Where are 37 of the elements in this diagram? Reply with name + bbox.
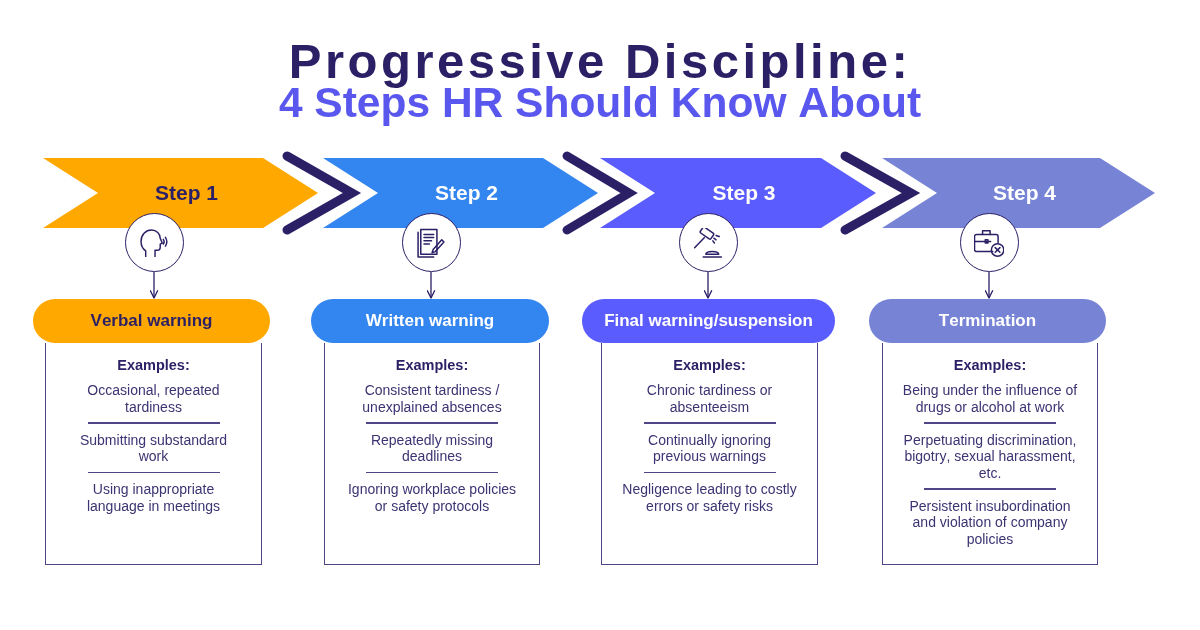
examples-heading: Examples:	[673, 356, 746, 374]
examples-heading: Examples:	[117, 356, 190, 374]
example-card	[882, 343, 1098, 565]
stage-heading: Final warning/suspension	[582, 299, 835, 343]
example-text: Negligence leading to costly errors or safety risks	[621, 481, 798, 514]
step-label: Step 2	[435, 181, 498, 205]
example-text: Occasional, repeated tardiness	[86, 382, 221, 415]
example-text: Consistent tardiness / unexplained absences	[361, 382, 503, 415]
step-label: Step 3	[712, 181, 776, 205]
example-text: Submitting substandard work	[78, 431, 229, 465]
example-text: Ignoring workplace policies or safety protocols	[346, 481, 518, 514]
step-label: Step 4	[993, 181, 1056, 205]
step-banner	[600, 158, 876, 228]
arrow	[984, 271, 994, 299]
example-text: Persistent insubordination and violation of company policies	[908, 497, 1072, 547]
example-card	[45, 343, 262, 565]
step-label: Step 1	[155, 181, 218, 205]
example-text: Continually ignoring previous warnings	[647, 431, 772, 465]
title: Progressive Discipline: 4 Steps HR Should Know About	[277, 40, 923, 124]
example-text: Perpetuating discrimination, bigotry, sexual harassment, etc.	[902, 431, 1078, 481]
stage-heading: Termination	[869, 299, 1106, 343]
step-banner	[43, 158, 318, 228]
examples-heading: Examples:	[953, 356, 1027, 374]
example-text: Repeatedly missing deadlines	[369, 431, 495, 465]
example-text: Chronic tardiness or absenteeism	[645, 382, 774, 415]
example-text: Using inappropriate language in meetings	[85, 481, 222, 514]
arrow	[703, 271, 713, 299]
stage-heading: Written warning	[311, 299, 549, 343]
examples-heading: Examples:	[395, 356, 469, 374]
step-banner	[882, 158, 1155, 228]
arrow	[149, 271, 159, 299]
example-card	[601, 343, 818, 565]
stage-heading: Verbal warning	[33, 299, 270, 343]
example-text: Being under the influence of drugs or alcohol at work	[902, 382, 1078, 415]
arrow	[426, 271, 436, 299]
step-banner	[323, 158, 598, 228]
example-card	[324, 343, 540, 565]
